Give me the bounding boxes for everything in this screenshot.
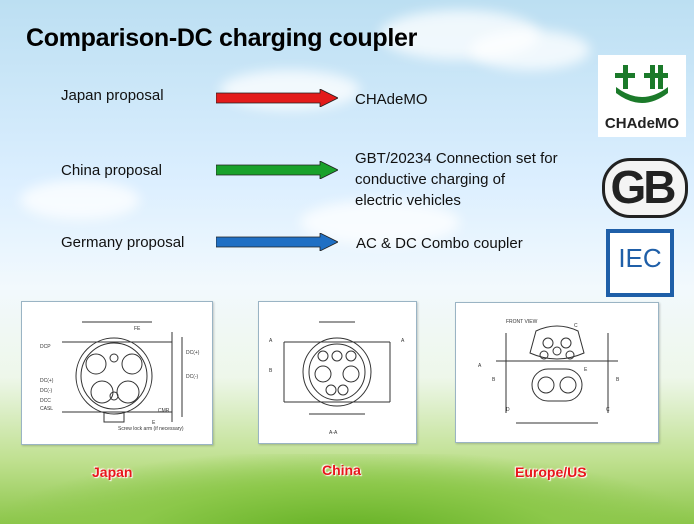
drawing-label: E (152, 420, 156, 426)
drawing-label: B (492, 377, 496, 383)
proposal-label-japan: Japan proposal (61, 87, 164, 104)
caption-europe-us: Europe/US (515, 464, 587, 480)
arrow-shape (216, 89, 338, 107)
target-chademo: CHAdeMO (355, 89, 428, 110)
target-line: conductive charging of (355, 171, 506, 188)
target-line: AC & DC Combo coupler (356, 235, 523, 252)
drawing-label: CASL (40, 406, 54, 412)
chademo-logo: CHAdeMO (598, 55, 686, 137)
arrow-shape (216, 233, 338, 251)
chademo-plug-icon (615, 65, 668, 103)
drawing-label: DC(-) (40, 388, 53, 394)
iec-logo: IEC (606, 229, 674, 297)
proposal-label-germany: Germany proposal (61, 234, 185, 251)
europe-connector-drawing: FRONT VIEW A B B C D C E (455, 302, 659, 443)
china-connector-drawing: A B A A-A (258, 301, 417, 444)
drawing-label: B (616, 377, 620, 383)
drawing-label: B (269, 368, 273, 374)
drawing-label: FE (134, 326, 141, 332)
drawing-label: DCP (40, 344, 51, 350)
caption-japan: Japan (92, 464, 133, 480)
drawing-label: DC(+) (186, 350, 200, 356)
japan-drawing-svg (62, 321, 183, 423)
drawing-label: CMR (158, 408, 170, 414)
cloud (20, 180, 140, 220)
drawing-label: D (506, 407, 510, 413)
drawing-label: A (478, 363, 482, 369)
chademo-logo-text: CHAdeMO (604, 115, 680, 132)
arrow-right-icon (216, 89, 338, 107)
drawing-label: Screw lock arm (if necessary) (118, 426, 184, 432)
europe-drawing-svg (496, 325, 618, 424)
arrow-right-icon (216, 233, 338, 251)
gb-logo-text: GB (610, 161, 677, 213)
drawing-label: A (269, 338, 273, 344)
drawing-label: C (606, 407, 610, 413)
arrow-right-icon (216, 161, 338, 179)
japan-connector-drawing: DCP DC(+) DC(-) DCC CASL CMR FE DC(+) DC… (21, 301, 213, 445)
target-line: GBT/20234 Connection set for (355, 150, 558, 167)
grass-background (0, 454, 694, 524)
gb-logo: GB (600, 156, 688, 218)
slide-title: Comparison-DC charging coupler (26, 24, 418, 52)
caption-china: China (322, 462, 361, 478)
cloud (470, 30, 590, 70)
drawing-label: A (401, 338, 405, 344)
drawing-label: DCC (40, 398, 51, 404)
target-line: CHAdeMO (355, 91, 428, 108)
drawing-label: DC(+) (40, 378, 54, 384)
arrow-shape (216, 161, 338, 179)
iec-logo-text: IEC (618, 243, 662, 273)
drawing-label: FRONT VIEW (506, 319, 538, 325)
drawing-label: C (574, 323, 578, 329)
target-combo: AC & DC Combo coupler (356, 233, 523, 254)
target-gbt: GBT/20234 Connection set for conductive … (355, 148, 558, 211)
drawing-label: E (584, 367, 588, 373)
target-line: electric vehicles (355, 192, 461, 209)
drawing-label: DC(-) (186, 374, 199, 380)
proposal-label-china: China proposal (61, 162, 162, 179)
china-drawing-svg (283, 321, 391, 415)
drawing-label: A-A (329, 430, 338, 436)
